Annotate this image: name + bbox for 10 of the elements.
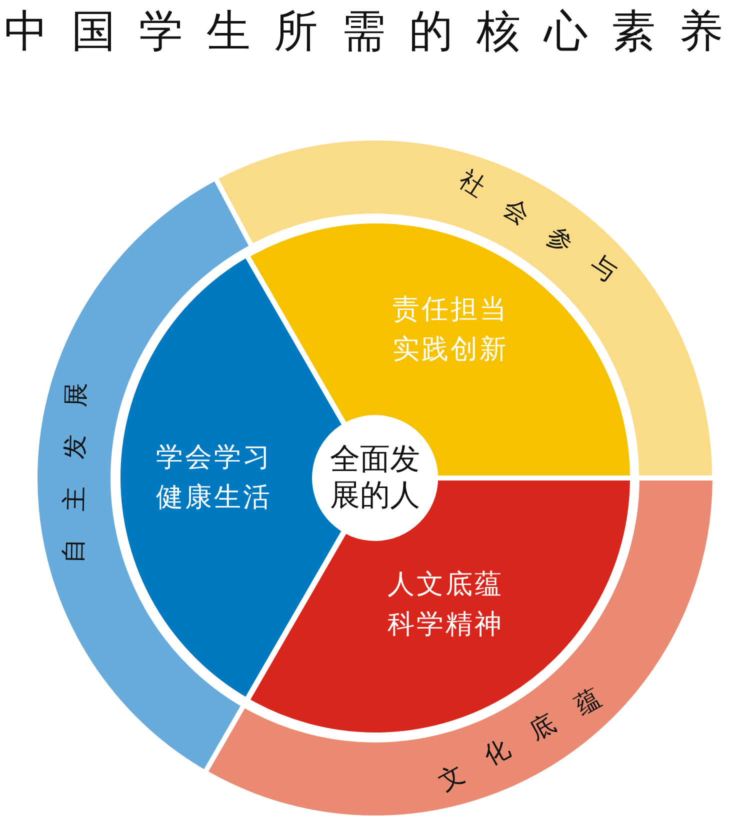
center-label: 全面发展的人 [329, 442, 421, 514]
sector-label: 健康生活 [156, 482, 272, 514]
sector-label: 学会学习 [156, 442, 272, 474]
sector-label: 人文底蕴 [387, 568, 504, 601]
title: 中国学生所需的核心素养 [4, 5, 746, 59]
sector-label: 责任担当 [392, 294, 508, 326]
sector-label: 科学精神 [387, 608, 504, 641]
ring-label: 文化底蕴 [433, 670, 630, 798]
ring-label: 自主发展 [58, 355, 92, 566]
sector-label: 实践创新 [392, 334, 508, 366]
